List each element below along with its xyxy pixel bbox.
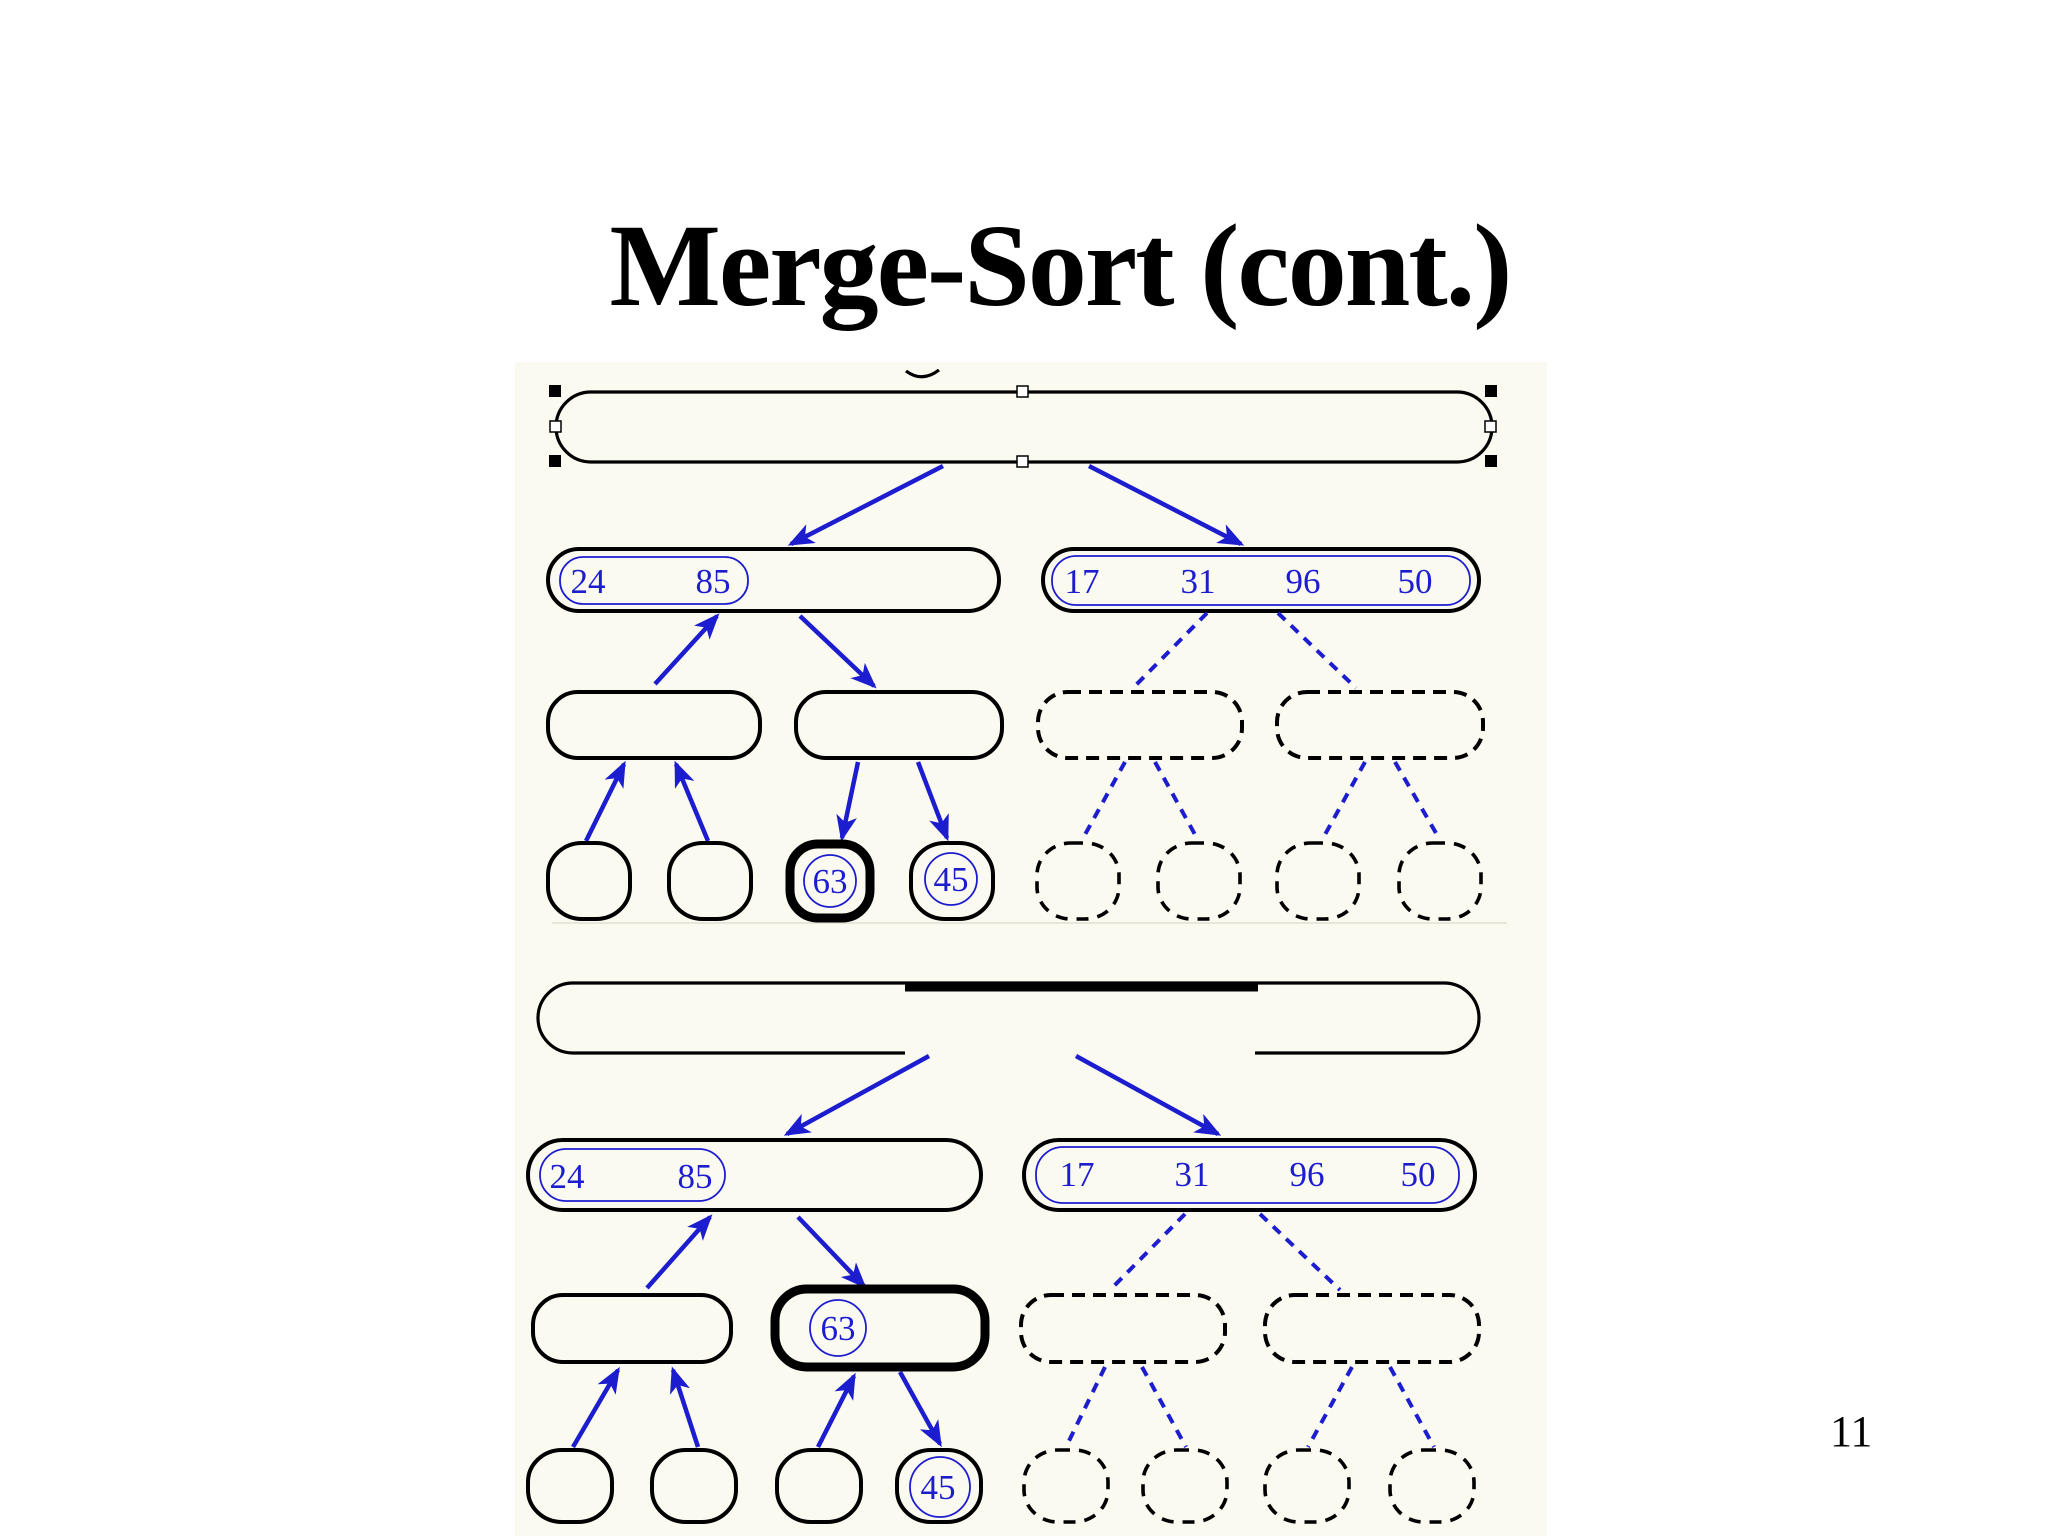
t1-leaf-6-dashed — [1156, 841, 1242, 921]
t2-box-3-dashed — [1019, 1293, 1227, 1364]
t1-value: 50 — [1398, 562, 1433, 601]
t2-value: 17 — [1060, 1155, 1095, 1194]
selection-handle-n[interactable] — [1016, 385, 1029, 398]
t2-value: 96 — [1290, 1155, 1325, 1194]
t2-leaf-8-dashed — [1388, 1448, 1476, 1524]
t2-dashed-link — [1064, 1366, 1107, 1448]
t2-leaf-5-dashed — [1022, 1448, 1110, 1524]
t2-dashed-link — [1108, 1212, 1187, 1292]
t1-arrow-to-45 — [915, 761, 950, 842]
t1-dashed-link — [1080, 761, 1127, 841]
selection-handle-e[interactable] — [1484, 420, 1497, 433]
squiggle-artifact — [905, 368, 940, 379]
t2-leaf-1 — [526, 1448, 614, 1524]
selection-handle-nw[interactable] — [549, 385, 561, 397]
selection-handle-w[interactable] — [549, 420, 562, 433]
t1-dashed-link — [1131, 611, 1209, 690]
t1-value: 24 — [571, 562, 606, 601]
t2-box-1 — [531, 1293, 733, 1364]
t1-box-4-dashed — [1275, 690, 1485, 760]
t1-left-run-capsule — [559, 556, 749, 605]
t2-value: 63 — [821, 1309, 856, 1348]
t2-left-run-capsule — [539, 1148, 726, 1202]
t1-leaf-3-circle — [803, 854, 857, 908]
t2-leaf-3 — [775, 1448, 863, 1524]
t2-dashed-link — [1258, 1212, 1342, 1292]
t2-value: 45 — [921, 1468, 956, 1507]
t1-arrow-leaf1-up — [583, 760, 627, 842]
t2-arrow-root-left — [783, 1054, 931, 1136]
t1-arrow-root-right — [1087, 463, 1245, 547]
t2-arrow-leaf2-up — [669, 1366, 701, 1448]
t2-dashed-link — [1388, 1366, 1436, 1448]
t2-dashed-link — [1140, 1366, 1188, 1448]
tree-top: 24 85 17 31 96 50 — [546, 368, 1497, 923]
t1-leaf-1 — [546, 841, 632, 921]
t2-value: 50 — [1401, 1155, 1436, 1194]
selection-handle-se[interactable] — [1485, 455, 1497, 467]
tree-bottom: 24 85 17 31 96 50 63 — [526, 981, 1481, 1524]
t2-box-2-circle — [809, 1299, 867, 1357]
t1-value: 17 — [1065, 562, 1100, 601]
t1-leaf-8-dashed — [1397, 841, 1483, 921]
t2-leaf-4 — [895, 1448, 983, 1524]
t1-box-3-dashed — [1036, 690, 1244, 760]
t1-value: 96 — [1286, 562, 1321, 601]
page-number: 11 — [1830, 1407, 1873, 1456]
t1-dashed-link — [1153, 761, 1200, 841]
t2-root-bottom-gap — [905, 1049, 1255, 1057]
t2-right-bar — [1022, 1138, 1477, 1212]
t1-right-bar — [1041, 547, 1481, 613]
t1-leaf-3-current — [785, 839, 875, 923]
t1-value: 31 — [1181, 562, 1216, 601]
t2-leaf-2 — [650, 1448, 738, 1524]
t2-leaf-6-dashed — [1141, 1448, 1229, 1524]
t2-arrow-up-left — [645, 1214, 713, 1290]
t1-box-1 — [546, 690, 762, 760]
t2-leaf-7-dashed — [1263, 1448, 1351, 1524]
t1-root-bar[interactable] — [554, 390, 1494, 464]
t1-leaf-7-dashed — [1275, 841, 1361, 921]
t1-leaf-4-circle — [924, 852, 978, 906]
selection-handle-sw[interactable] — [549, 455, 561, 467]
t1-arrow-down-mid — [798, 614, 877, 689]
t2-leaf-4-circle — [909, 1456, 971, 1518]
t1-leaf-5-dashed — [1035, 841, 1121, 921]
t1-dashed-link — [1320, 761, 1367, 841]
t1-arrow-root-left — [787, 463, 945, 547]
t1-arrow-leaf2-up — [673, 760, 711, 842]
t2-left-bar — [526, 1138, 983, 1212]
t1-value: 63 — [813, 862, 848, 901]
t2-value: 24 — [550, 1157, 585, 1196]
slide-title: Merge-Sort (cont.) — [609, 200, 1513, 331]
t1-leaf-4 — [909, 841, 995, 921]
t2-right-run-capsule — [1035, 1146, 1460, 1204]
t2-value: 31 — [1175, 1155, 1210, 1194]
selection-handle-ne[interactable] — [1485, 385, 1497, 397]
t2-arrow-leaf3-up — [815, 1372, 857, 1449]
t2-arrow-down-to-63 — [796, 1215, 867, 1289]
t1-right-run-capsule — [1051, 555, 1471, 606]
t2-arrow-root-right — [1074, 1054, 1222, 1136]
t2-arrow-leaf1-up — [571, 1366, 620, 1449]
t1-arrow-up-left — [653, 613, 720, 686]
t1-arrow-to-63 — [836, 761, 861, 842]
t1-dashed-link — [1393, 761, 1442, 841]
selection-handle-s[interactable] — [1016, 455, 1029, 468]
t1-value: 45 — [934, 860, 969, 899]
selection-handles — [549, 385, 1497, 468]
t2-value: 85 — [678, 1157, 713, 1196]
t2-box-4-dashed — [1263, 1293, 1481, 1364]
t2-box-2-current — [770, 1284, 990, 1372]
t1-value: 85 — [696, 562, 731, 601]
t1-dashed-link — [1276, 611, 1358, 690]
t2-root-bar — [536, 981, 1481, 1055]
t2-arrow-down-to-45 — [898, 1370, 942, 1448]
t1-left-bar — [546, 547, 1001, 613]
t2-dashed-link — [1306, 1366, 1354, 1448]
t1-box-2 — [794, 690, 1004, 760]
t1-leaf-2 — [667, 841, 753, 921]
